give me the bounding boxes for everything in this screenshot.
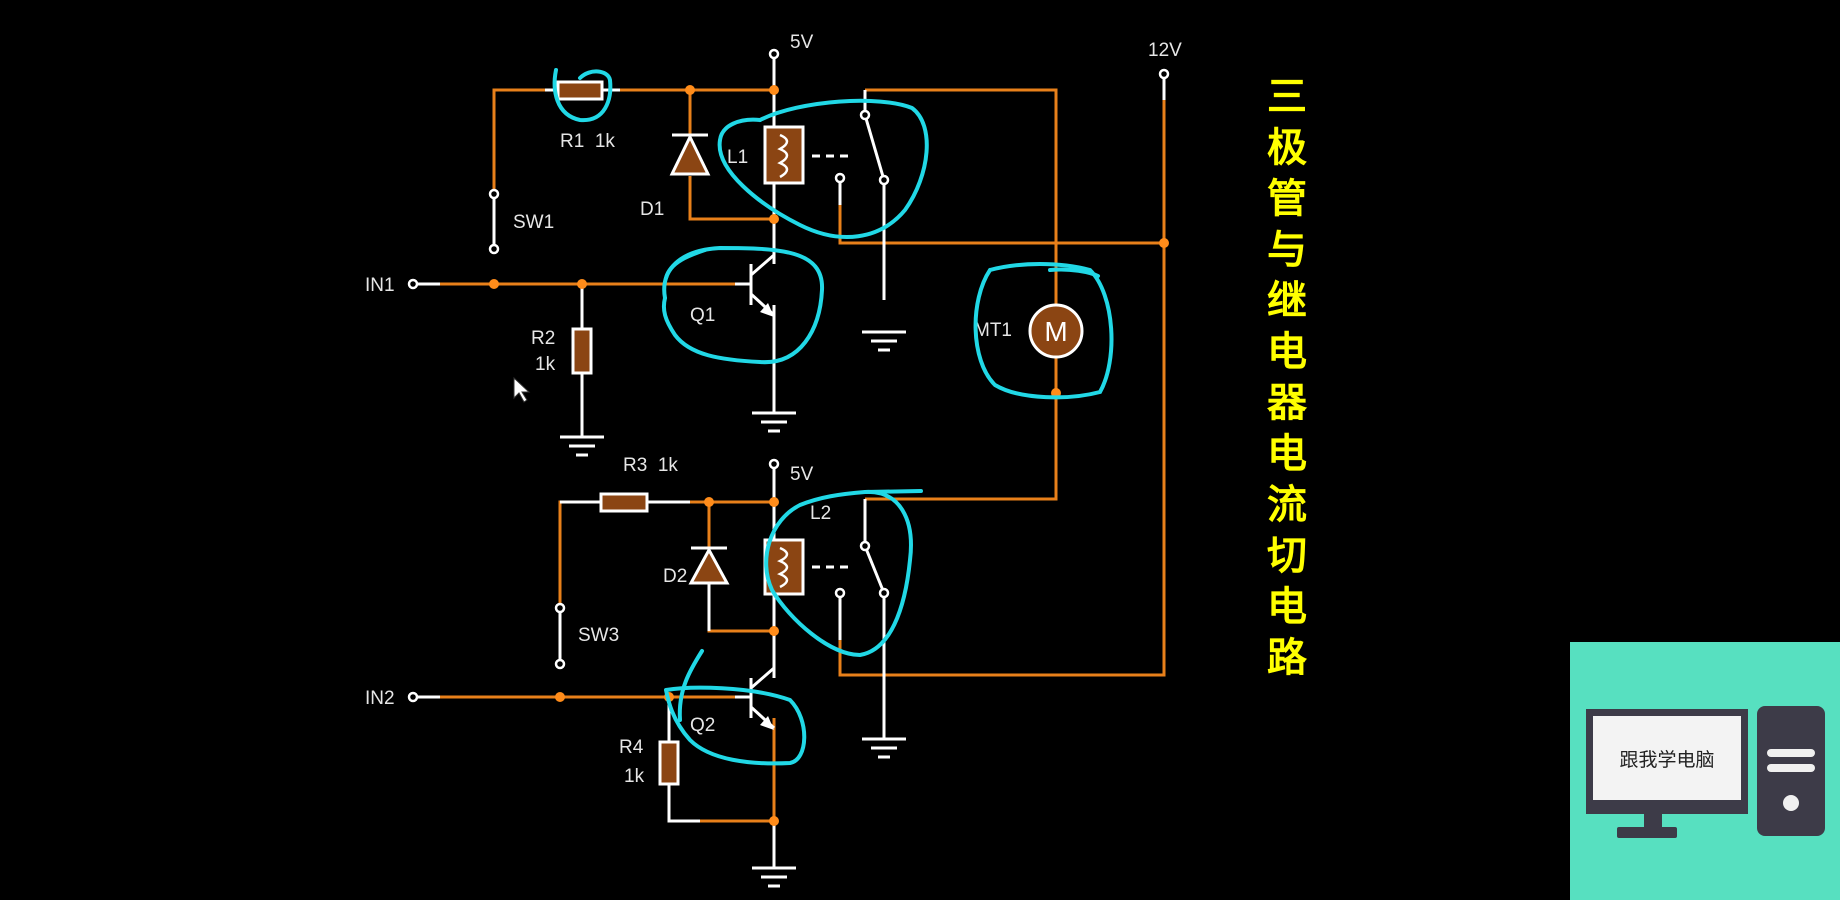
title-char: 继 [1267,278,1307,324]
ground-icon [862,330,906,352]
annotation-q1 [661,245,825,365]
title-char: 三 [1267,74,1307,120]
title-char: 与 [1267,227,1307,273]
label-d1: D1 [640,199,664,220]
ground-icon [752,866,796,888]
label-q1: Q1 [690,305,715,326]
ground-icon [862,737,906,759]
title-char: 极 [1267,125,1307,171]
label-q2: Q2 [690,715,715,736]
resistor-r3 [599,492,649,513]
annotation-relay-l1 [717,98,929,239]
label-sw3: SW3 [578,625,619,646]
monitor-base [1617,827,1677,838]
title-char: 电 [1267,329,1307,375]
title-char: 电 [1267,431,1307,477]
label-in1: IN1 [365,275,395,296]
label-d2: D2 [663,566,687,587]
title-char: 流 [1267,482,1307,528]
logo-text: 跟我学电脑 [1593,716,1741,800]
annotation-mt1 [973,262,1114,400]
terminals [407,48,1170,703]
diode-d2 [688,546,730,585]
transistor-q2 [749,666,776,730]
title-char: 路 [1267,635,1307,681]
annotation-relay-l2 [764,489,913,658]
hand-annotations [552,68,1114,766]
resistor-r1 [556,80,604,101]
label-r4: R4 [619,737,644,758]
ground-icon [560,435,604,457]
label-in2: IN2 [365,688,395,709]
relay-coil-l1 [763,125,853,185]
title-char: 器 [1267,380,1307,426]
label-l2: L2 [810,503,831,524]
motor-mt1: M [1028,303,1084,359]
ground-icon [752,411,796,433]
title-char: 切 [1267,533,1307,579]
title-char: 管 [1267,176,1307,222]
cursor-icon [513,376,531,403]
label-12v: 12V [1148,40,1182,61]
transistor-q1 [749,253,776,317]
pc-tower-icon [1757,706,1825,836]
relay-coil-l2 [763,538,853,596]
label-5v-bottom: 5V [790,464,814,485]
annotation-r1 [552,68,613,123]
label-r2-value: 1k [535,354,556,375]
label-sw1: SW1 [513,212,554,233]
wires-bottom [418,464,886,868]
label-l1: L1 [727,147,748,168]
resistor-r2 [571,327,593,375]
label-mt1: MT1 [974,320,1012,341]
switch-sw1 [488,188,500,255]
motor-symbol: M [1044,316,1067,347]
resistor-r4 [658,740,680,786]
ground-icons [560,330,906,888]
channel-logo: 跟我学电脑 [1570,642,1840,900]
label-r4-value: 1k [624,766,645,787]
relay-switch-l1 [834,109,890,186]
label-5v-top: 5V [790,32,814,53]
switch-sw3 [554,602,566,670]
label-r1: R1 1k [560,131,615,152]
monitor-icon: 跟我学电脑 [1586,709,1748,814]
label-r2: R2 [531,328,555,349]
diode-d1 [669,133,711,176]
relay-switch-l2 [834,540,890,599]
title-char: 电 [1267,584,1307,630]
annotation-q2 [664,685,807,766]
label-r3: R3 1k [623,455,678,476]
page-title: 三 极 管 与 继 电 器 电 流 切 电 路 [1262,72,1312,684]
junction-dots [489,85,1169,826]
